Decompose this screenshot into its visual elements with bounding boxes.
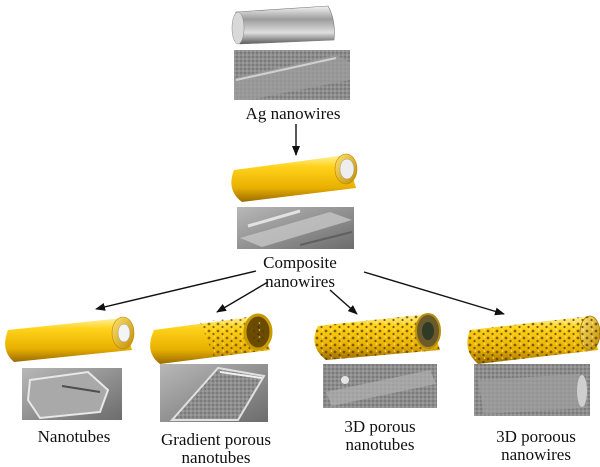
gold-tube-icon <box>5 316 135 362</box>
porous-gold-tube-icon <box>314 313 441 360</box>
sem-micrograph-icon <box>474 364 590 416</box>
porous-gold-tube-icon <box>150 313 273 364</box>
sem-micrograph-icon <box>237 207 354 249</box>
label-nanotubes: Nanotubes <box>37 427 111 446</box>
arrow-to-gradient <box>216 281 269 313</box>
label-ag-nanowires: Ag nanowires <box>245 104 341 123</box>
sem-micrograph-icon <box>160 364 268 422</box>
label-gradient-line1: Gradient porous <box>160 430 271 449</box>
branch-arrows <box>95 270 505 316</box>
gold-tube-icon <box>231 153 358 202</box>
sem-micrograph-icon <box>22 368 122 420</box>
arrow-to-porous-nanowires <box>363 271 505 316</box>
label-gradient-line2: nanotubes <box>181 448 251 467</box>
silver-rod-icon <box>231 5 335 45</box>
porous-gold-tube-icon <box>467 315 600 364</box>
arrow-to-nanotubes <box>95 270 257 311</box>
sem-micrograph-icon <box>323 364 437 408</box>
label-composite-line2: nanowires <box>265 272 335 291</box>
arrow-to-porous-nanotubes <box>329 289 358 315</box>
label-porous-nanowires-line2: nanowires <box>501 445 571 464</box>
label-porous-nanowires-line1: 3D poroous <box>496 427 576 446</box>
label-composite-line1: Composite <box>263 253 337 272</box>
label-porous-nanotubes-line2: nanotubes <box>345 435 415 454</box>
sem-micrograph-icon <box>234 50 350 100</box>
label-porous-nanotubes-line1: 3D porous <box>344 417 416 436</box>
